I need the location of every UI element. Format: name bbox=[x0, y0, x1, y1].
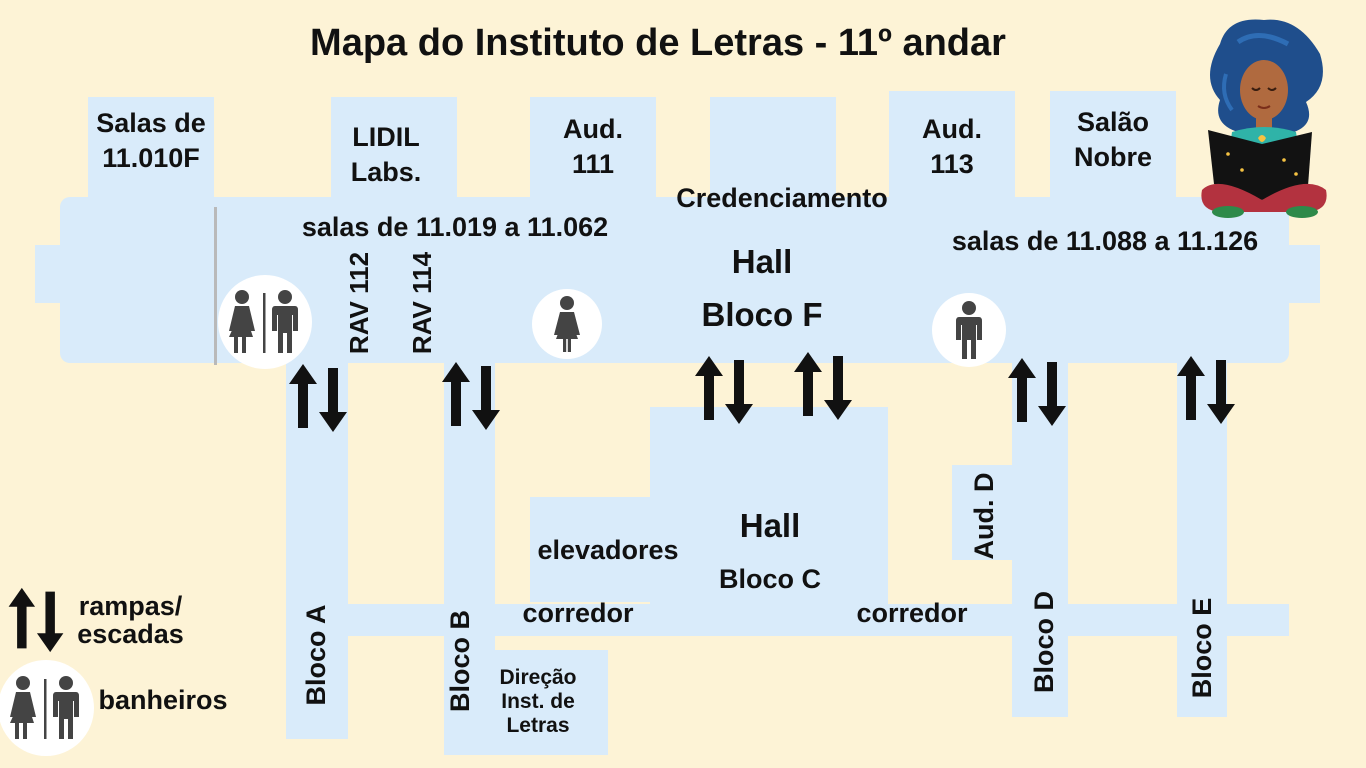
legend-ramps-label: rampas/escadas bbox=[77, 591, 184, 650]
reading-girl-illustration bbox=[1201, 19, 1327, 218]
label-hall-c: Hall bbox=[739, 507, 801, 544]
hall-c-block bbox=[650, 407, 888, 636]
legend-bathrooms-label: banheiros bbox=[98, 685, 228, 715]
label-corredor-right: corredor bbox=[856, 598, 968, 628]
map-title: Mapa do Instituto de Letras - 11º andar bbox=[310, 22, 1006, 64]
ramp-stairs-arrows-icon bbox=[442, 362, 500, 430]
label-bloco-b: Bloco B bbox=[445, 610, 475, 713]
label-rav-114: RAV 114 bbox=[407, 251, 437, 355]
label-credenciamento: Credenciamento bbox=[676, 183, 888, 213]
ramp-stairs-arrows-icon bbox=[289, 364, 347, 432]
label-aud-d: Aud. D bbox=[969, 472, 999, 560]
aud-d-room bbox=[952, 465, 1014, 560]
room-aud-113 bbox=[889, 91, 1015, 199]
main-corridor-left-stub bbox=[35, 245, 75, 303]
ramp-stairs-arrows-icon bbox=[1177, 356, 1235, 424]
wall-divider bbox=[214, 207, 217, 365]
direcao-room bbox=[444, 650, 608, 755]
elevadores-block bbox=[530, 497, 652, 602]
corredor-bar bbox=[286, 604, 1289, 636]
label-aud-113: Aud.113 bbox=[922, 114, 982, 180]
label-bloco-a: Bloco A bbox=[301, 604, 331, 706]
label-bloco-d: Bloco D bbox=[1029, 591, 1059, 694]
room-credenciamento bbox=[710, 97, 836, 199]
bathroom-icon bbox=[218, 275, 312, 369]
label-rav-112: RAV 112 bbox=[344, 251, 374, 355]
label-bloco-e: Bloco E bbox=[1187, 597, 1217, 699]
room-aud-111 bbox=[530, 97, 656, 199]
label-aud-111: Aud.111 bbox=[563, 114, 623, 180]
main-corridor-right-stub bbox=[1270, 245, 1320, 303]
label-salas-019-062: salas de 11.019 a 11.062 bbox=[301, 212, 609, 242]
female-restroom-icon bbox=[532, 289, 602, 359]
room-lidil bbox=[331, 97, 457, 199]
room-salas-010f bbox=[88, 97, 214, 199]
ramp-stairs-arrows-icon bbox=[1008, 358, 1066, 426]
male-restroom-icon bbox=[932, 293, 1006, 367]
legend-ramp-icon bbox=[8, 587, 64, 653]
label-elevadores: elevadores bbox=[537, 535, 679, 565]
legend-bathroom-icon bbox=[0, 660, 94, 756]
ramp-stairs-arrows-icon bbox=[794, 352, 852, 420]
label-salas-088-126: salas de 11.088 a 11.126 bbox=[951, 226, 1259, 256]
label-bloco-c: Bloco C bbox=[718, 564, 821, 594]
label-corredor-left: corredor bbox=[522, 598, 634, 628]
room-salao-nobre bbox=[1050, 91, 1176, 199]
bloco-e-wing bbox=[1177, 363, 1227, 717]
bloco-a-wing bbox=[286, 363, 348, 739]
ramp-stairs-arrows-icon bbox=[695, 356, 753, 424]
